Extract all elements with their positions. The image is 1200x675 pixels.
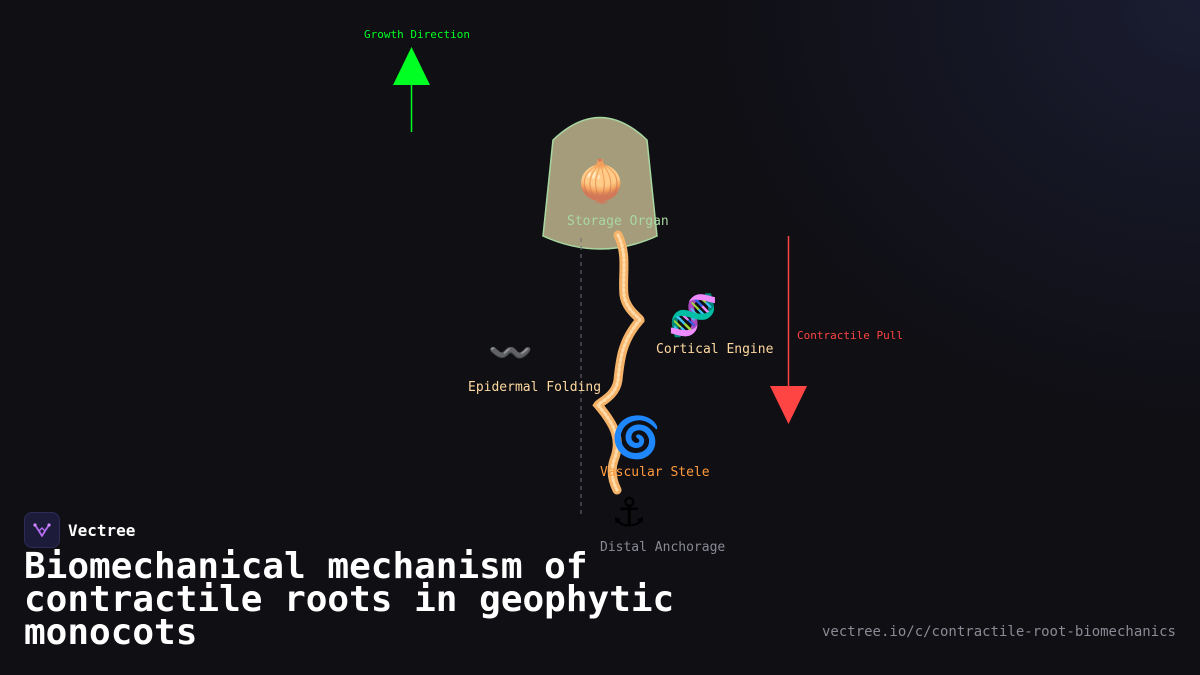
- cyclone-icon: 🌀: [611, 415, 661, 461]
- cortical-engine-label: Cortical Engine: [656, 342, 774, 357]
- storage-organ-label: Storage Organ: [567, 214, 669, 229]
- storage-organ-shape: [542, 116, 658, 250]
- dna-icon: 🧬: [668, 293, 718, 339]
- source-url[interactable]: vectree.io/c/contractile-root-biomechani…: [821, 624, 1176, 640]
- onion-icon: 🧅: [576, 159, 626, 205]
- anchor-icon: ⚓: [611, 490, 647, 536]
- pull-arrow-head: [770, 386, 807, 424]
- vascular-stele-label: Vascular Stele: [600, 465, 710, 480]
- distal-anchorage-label: Distal Anchorage: [600, 540, 726, 555]
- brand-name: Vectree: [68, 520, 136, 540]
- contractile-root-wrinkles: [596, 233, 642, 492]
- wavy-dash-icon: 〰️: [488, 333, 533, 374]
- epidermal-folding-label: Epidermal Folding: [468, 380, 602, 395]
- growth-direction-label: Growth Direction: [364, 28, 470, 41]
- vectree-logo-icon: [24, 512, 60, 548]
- growth-arrow-head: [393, 47, 430, 85]
- contractile-pull-label: Contractile Pull: [797, 329, 903, 342]
- page-title: Biomechanical mechanism of contractile r…: [24, 546, 675, 653]
- brand: Vectree: [24, 512, 135, 548]
